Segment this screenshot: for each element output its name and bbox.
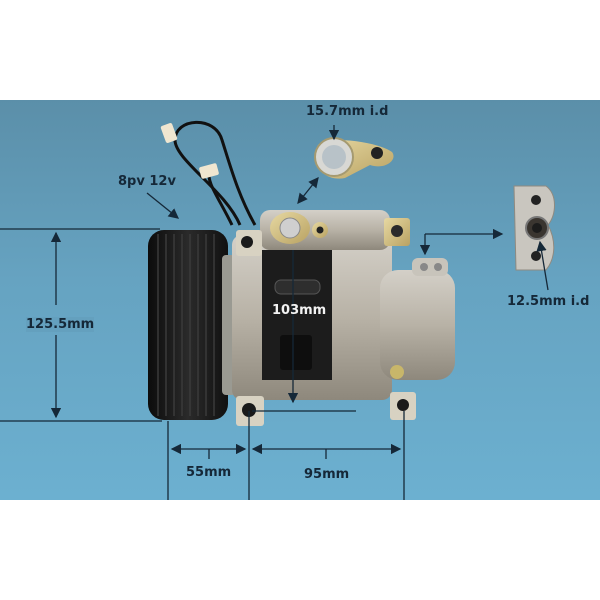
discharge-fitting	[513, 185, 555, 271]
compressor-body	[232, 210, 455, 426]
mount-height-label: 103mm	[272, 303, 327, 318]
pulley	[148, 230, 236, 420]
belt-spec-label: 8pv 12v	[118, 174, 176, 189]
pulley-diameter-label: 125.5mm	[26, 317, 95, 332]
suction-fitting	[314, 137, 394, 179]
dimension-lines	[0, 125, 549, 500]
suction-port-label: 15.7mm i.d	[306, 104, 389, 119]
mount-spacing-label: 95mm	[304, 467, 350, 482]
pulley-to-mount-label: 55mm	[186, 465, 232, 480]
discharge-port-label: 12.5mm i.d	[507, 294, 590, 309]
wire-harness	[160, 120, 257, 226]
